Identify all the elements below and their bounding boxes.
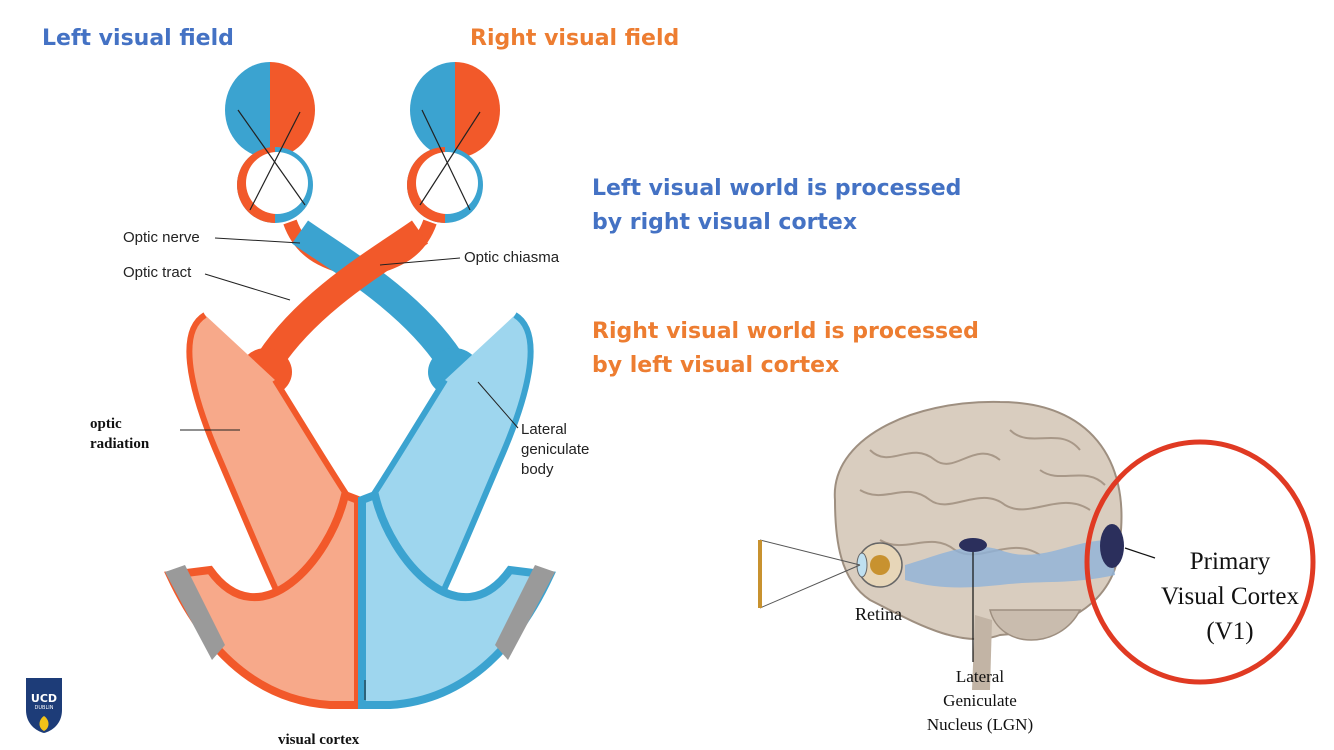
left-eye-visual-field: [225, 62, 315, 158]
ucd-shield-icon: [26, 678, 62, 733]
blue-optic-tract: [291, 220, 462, 368]
right-eyeball: [407, 147, 483, 223]
lgb-label-line2: geniculate: [521, 441, 590, 458]
ucd-logo: UCD DUBLIN: [24, 676, 64, 734]
v1-label-line1: Primary: [1189, 548, 1271, 575]
left-world-note-line1: Left visual world is processed: [592, 176, 962, 201]
optic-radiation-label: optic radiation: [90, 414, 149, 454]
optic-radiation-label-line1: optic: [90, 416, 122, 432]
v1-label-line3: (V1): [1206, 618, 1254, 645]
sight-cone: [759, 539, 861, 609]
leader-lines: [180, 237, 519, 700]
right-eye-visual-field: [410, 62, 500, 158]
left-world-note: Left visual world is processed by right …: [592, 172, 961, 240]
lgn-marker: [959, 538, 987, 552]
lgn-label-line2: Geniculate: [943, 691, 1017, 710]
v1-label-line2: Visual Cortex: [1160, 583, 1300, 610]
v1-pointer: [1124, 547, 1156, 559]
v1-marker: [1100, 524, 1124, 568]
optic-radiation-label-line2: radiation: [90, 436, 150, 452]
visual-pathway-highlight: [905, 540, 1115, 588]
lgn-label-line1: Lateral: [955, 667, 1005, 686]
right-world-note: Right visual world is processed by left …: [592, 315, 979, 383]
optic-chiasma-label: Optic chiasma: [464, 249, 560, 266]
visual-cortex-label: visual cortex: [278, 732, 360, 748]
left-world-note-line2: by right visual cortex: [592, 210, 858, 235]
sight-lines: [237, 109, 481, 211]
right-visual-field-heading: Right visual field: [470, 26, 680, 51]
lgb-label-line1: Lateral: [521, 421, 567, 438]
orange-optic-tract: [258, 220, 429, 368]
ucd-logo-text: UCD: [30, 692, 58, 705]
left-gray-cortex-edge: [165, 565, 225, 660]
lgb-label-line3: body: [521, 461, 554, 478]
lgn-label: Lateral Geniculate Nucleus (LGN): [920, 665, 1040, 737]
visual-pathway-diagram: [164, 62, 556, 709]
v1-label: Primary Visual Cortex (V1): [1130, 544, 1330, 649]
left-eyeball: [237, 147, 313, 223]
optic-tract-label: Optic tract: [123, 264, 192, 281]
eye: [856, 542, 903, 588]
cerebellum: [989, 609, 1082, 641]
right-world-note-line1: Right visual world is processed: [592, 319, 979, 344]
left-visual-field-heading: Left visual field: [42, 26, 234, 51]
lateral-geniculate-body-label: Lateral geniculate body: [521, 420, 589, 480]
retina-label: Retina: [855, 604, 902, 624]
brain-diagram: [758, 400, 1316, 690]
optic-nerve-label: Optic nerve: [123, 229, 200, 246]
ucd-logo-subtext: DUBLIN: [34, 705, 54, 711]
right-gray-cortex-edge: [495, 565, 555, 660]
v1-highlight-circle: [1084, 439, 1316, 685]
brainstem: [972, 615, 992, 690]
right-world-note-line2: by left visual cortex: [592, 353, 840, 378]
lgn-label-line3: Nucleus (LGN): [926, 715, 1034, 734]
